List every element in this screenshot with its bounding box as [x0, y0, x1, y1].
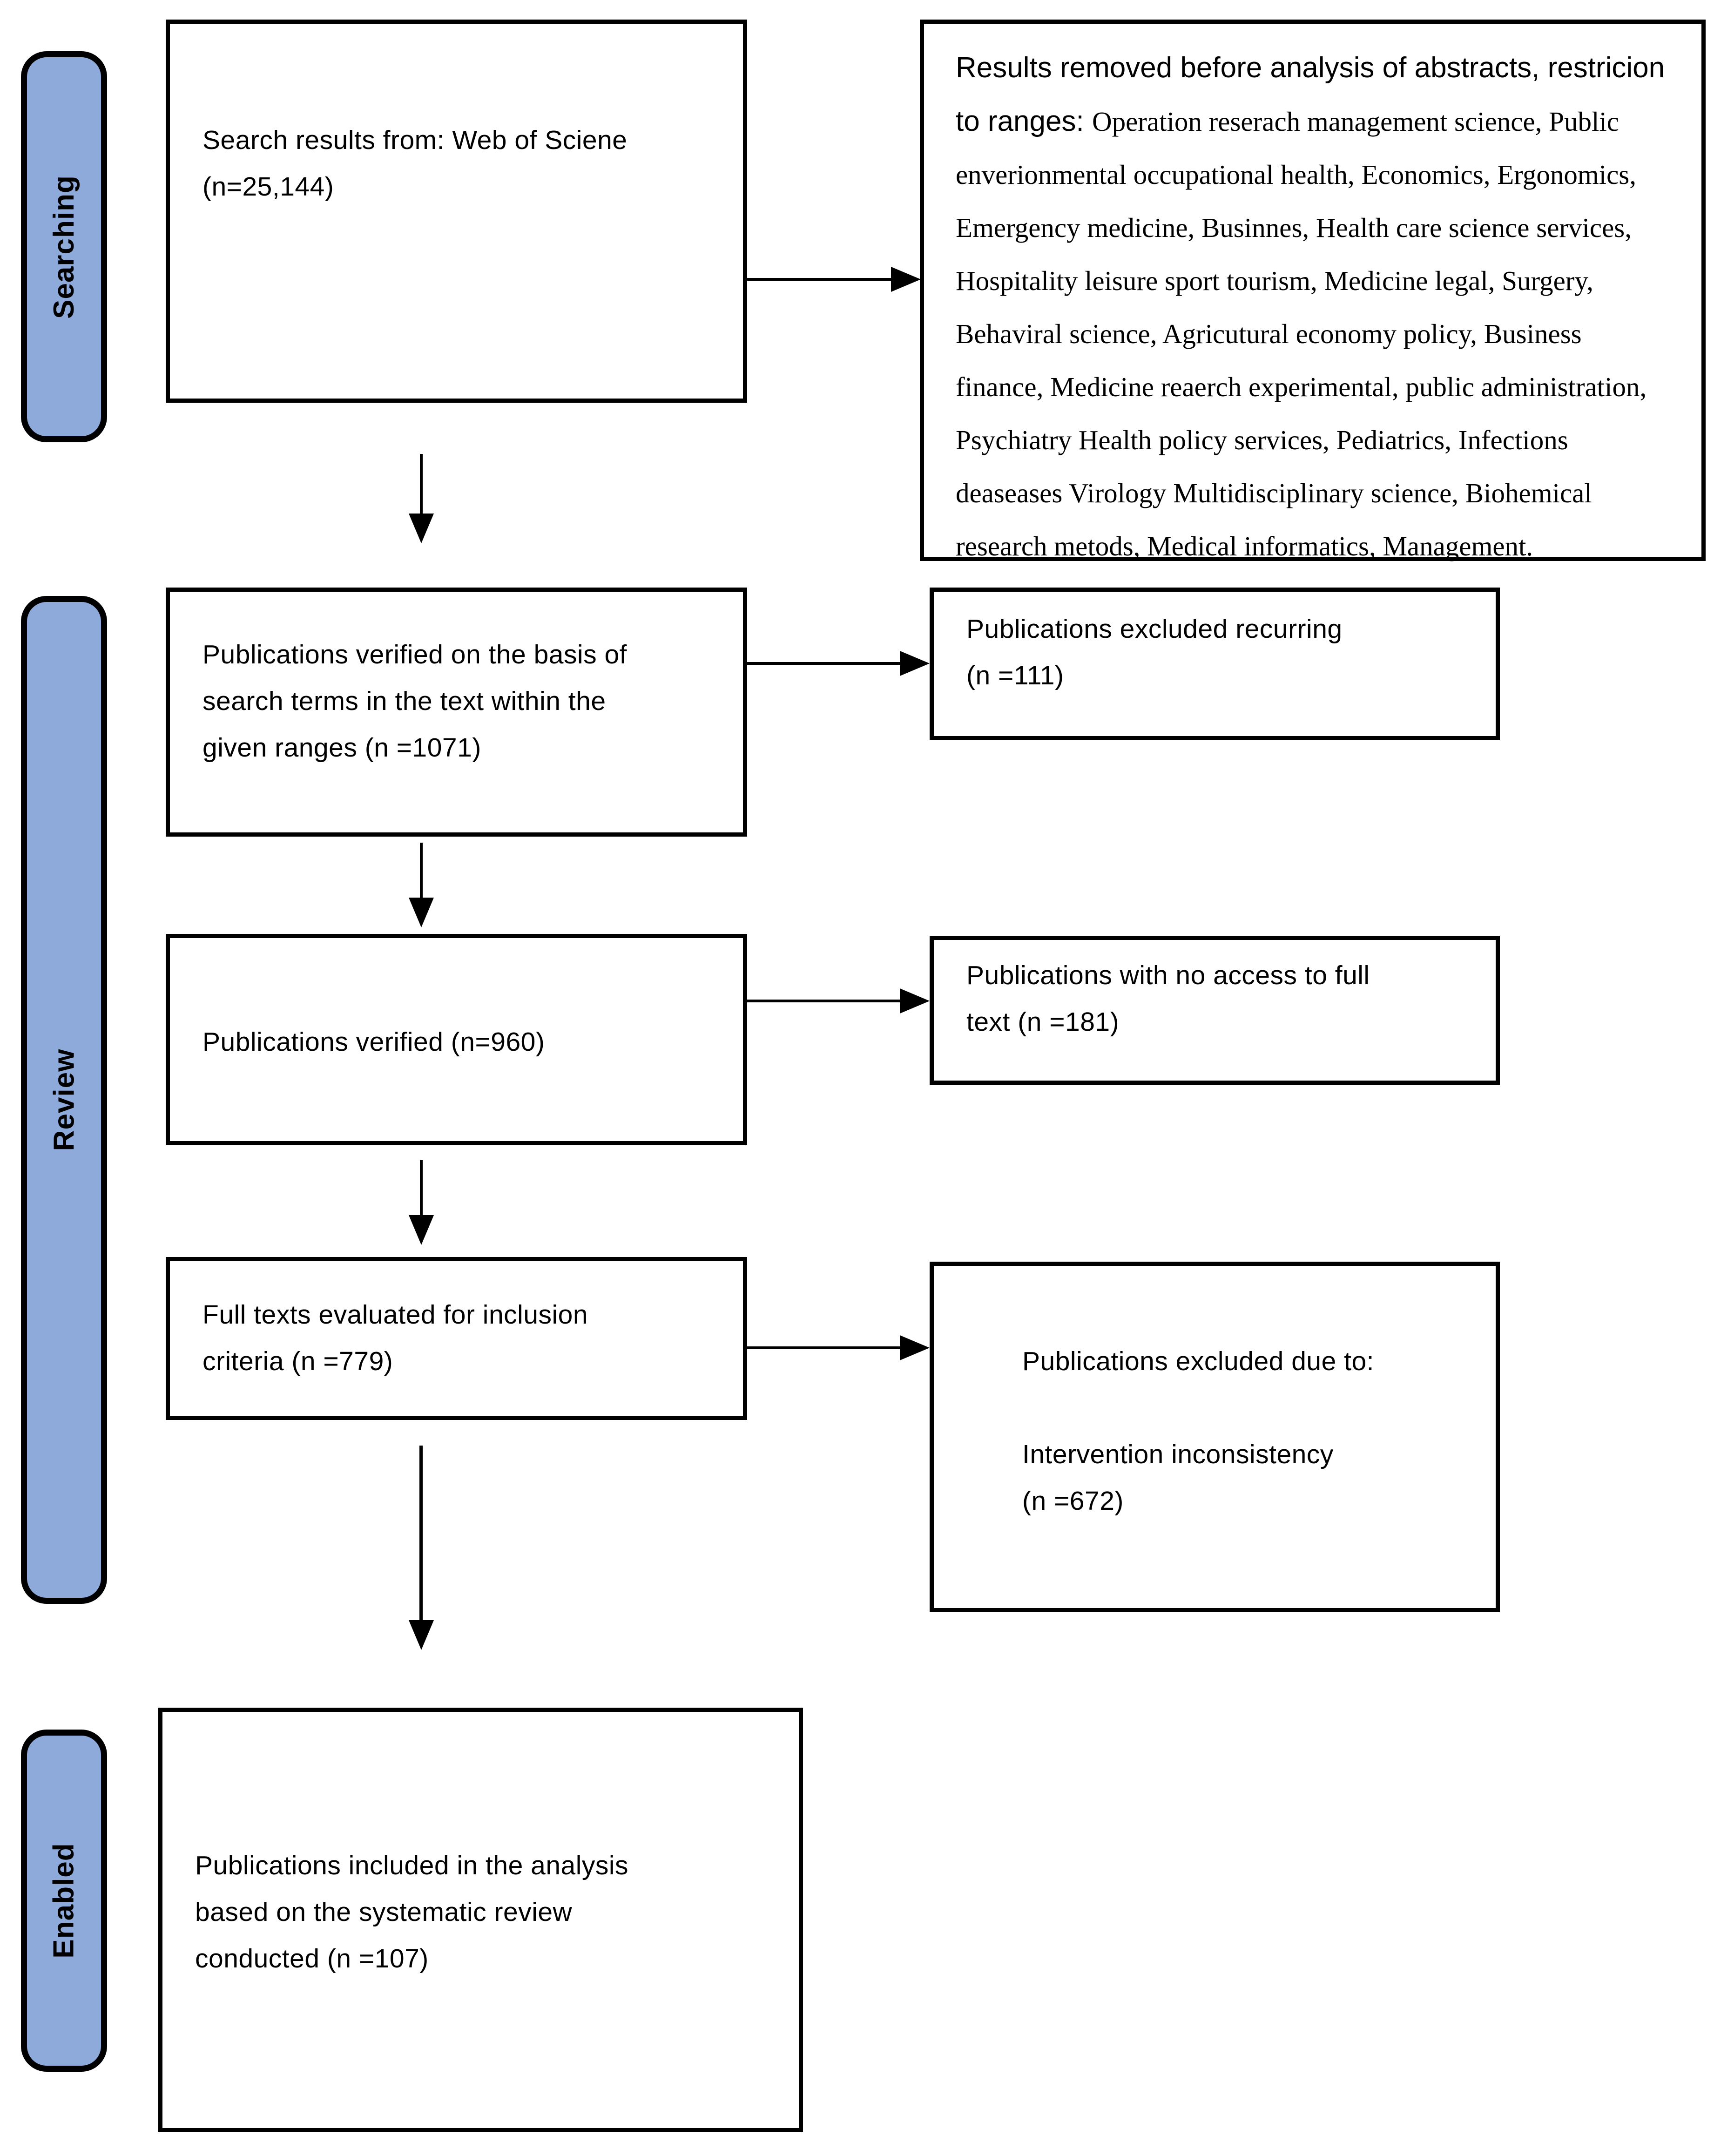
- box-search-results-text: Search results from: Web of Sciene (n=25…: [202, 125, 628, 202]
- box-results-removed-text: Results removed before analysis of abstr…: [956, 45, 1676, 576]
- stage-review-label: Review: [48, 1048, 81, 1151]
- box-verified-terms-text: Publications verified on the basis of se…: [202, 640, 628, 763]
- box-included-in-analysis: Publications included in the analysis ba…: [158, 1708, 803, 2132]
- stage-searching-label: Searching: [48, 175, 80, 319]
- box-full-texts-evaluated: Full texts evaluated for inclusion crite…: [166, 1257, 747, 1420]
- box-excluded-due-to: Publications excluded due to: Interventi…: [930, 1262, 1500, 1612]
- box-verified-text: Publications verified (n=960): [202, 1027, 545, 1057]
- box-results-removed: Results removed before analysis of abstr…: [920, 20, 1706, 561]
- box-included-in-analysis-text: Publications included in the analysis ba…: [195, 1851, 629, 1974]
- box-verified-terms: Publications verified on the basis of se…: [166, 588, 747, 837]
- box-excluded-due-to-text: Publications excluded due to: Interventi…: [1022, 1346, 1375, 1516]
- box-no-full-text-text: Publications with no access to full text…: [966, 960, 1370, 1037]
- stage-searching: Searching: [21, 51, 107, 442]
- box-excluded-recurring-text: Publications excluded recurring (n =111): [966, 614, 1343, 690]
- box-excluded-recurring: Publications excluded recurring (n =111): [930, 588, 1500, 740]
- box-verified: Publications verified (n=960): [166, 934, 747, 1145]
- results-removed-detail: Operation reserach management science, P…: [956, 106, 1647, 561]
- stage-enabled-label: Enabled: [48, 1843, 81, 1959]
- box-no-full-text: Publications with no access to full text…: [930, 936, 1500, 1085]
- results-removed-lead: Results removed before analysis of abstr…: [956, 52, 1665, 137]
- stage-enabled: Enabled: [21, 1730, 107, 2072]
- box-search-results: Search results from: Web of Sciene (n=25…: [166, 20, 747, 403]
- stage-review: Review: [21, 596, 107, 1604]
- box-full-texts-evaluated-text: Full texts evaluated for inclusion crite…: [202, 1300, 588, 1376]
